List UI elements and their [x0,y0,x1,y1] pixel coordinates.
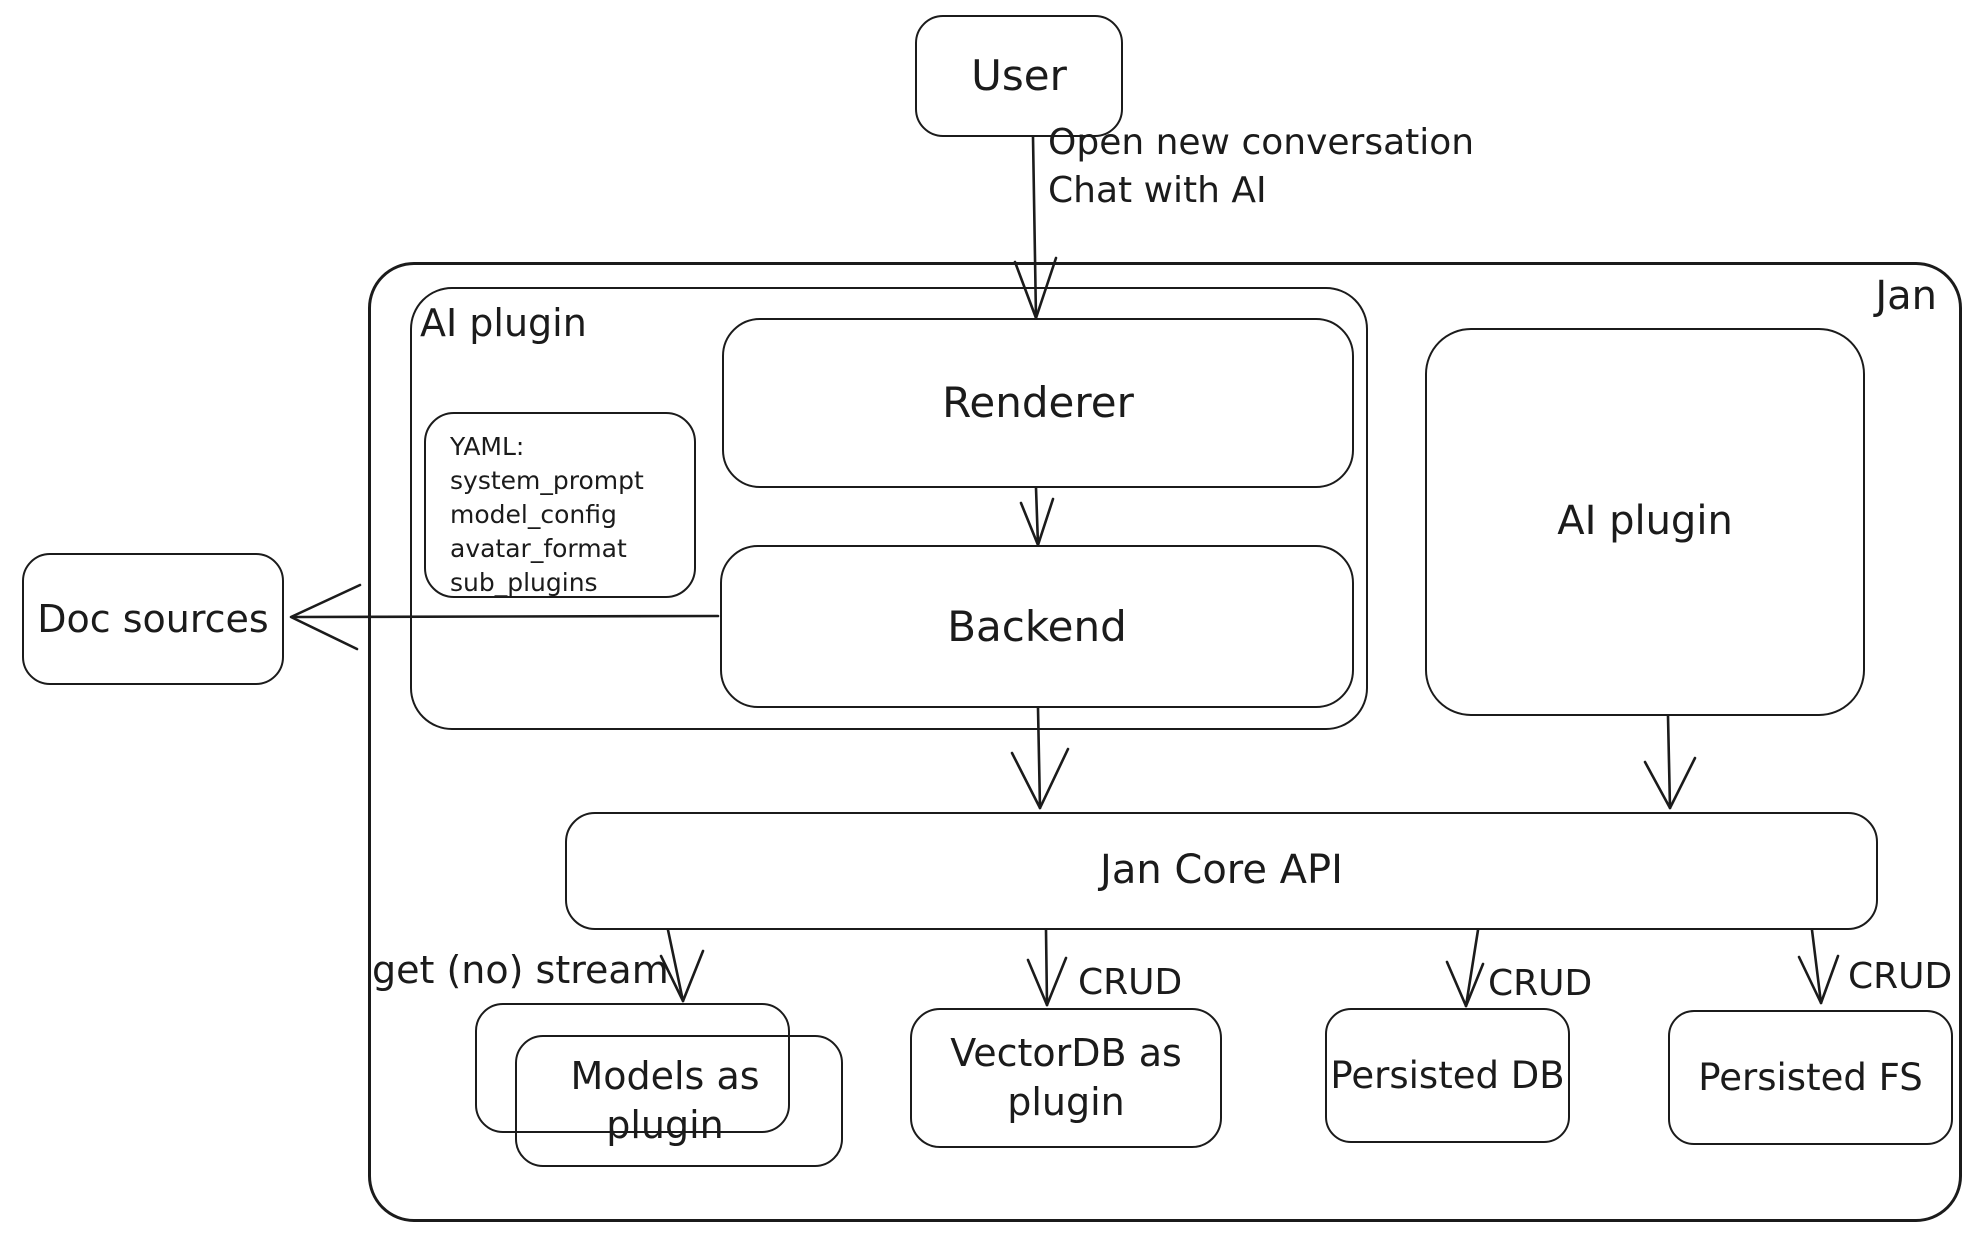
edge-label-crud-persisted-fs: CRUD [1848,956,1953,997]
node-renderer-label: Renderer [942,378,1134,428]
container-ai-plugin-left[interactable]: AI plugin [410,287,1368,730]
yaml-line: YAML: [450,432,525,461]
container-jan-label: Jan [1875,273,1937,319]
node-yaml-note[interactable]: YAML: system_prompt model_config avatar_… [424,412,696,598]
edge-label-crud-persisted-db: CRUD [1488,963,1593,1004]
node-jan-core-api-label: Jan Core API [1100,847,1343,894]
node-backend[interactable]: Backend [720,545,1354,708]
edge-label-open-conversation: Open new conversation [1048,122,1475,163]
node-vectordb-plugin-label: VectorDB as plugin [950,1030,1182,1124]
yaml-line: model_config [450,500,617,529]
node-persisted-db-label: Persisted DB [1330,1053,1565,1097]
container-jan[interactable]: Jan [368,262,1962,1222]
container-ai-plugin-left-label: AI plugin [420,301,587,345]
node-doc-sources-label: Doc sources [37,596,269,641]
edge-label-get-no-stream: get (no) stream [372,948,669,992]
node-doc-sources[interactable]: Doc sources [22,553,284,685]
node-renderer[interactable]: Renderer [722,318,1354,488]
node-user[interactable]: User [915,15,1123,137]
node-persisted-fs-label: Persisted FS [1698,1055,1923,1099]
node-vectordb-plugin[interactable]: VectorDB as plugin [910,1008,1222,1148]
yaml-line: sub_plugins [450,568,598,597]
node-persisted-fs[interactable]: Persisted FS [1668,1010,1953,1145]
edge-label-crud-vectordb: CRUD [1078,962,1183,1003]
node-user-label: User [971,51,1067,101]
edge-label-chat-with-ai: Chat with AI [1048,170,1267,211]
node-jan-core-api[interactable]: Jan Core API [565,812,1878,930]
node-models-plugin-back[interactable] [475,1003,790,1133]
node-backend-label: Backend [947,601,1127,651]
yaml-line: system_prompt [450,466,644,495]
node-models-plugin-label: Models as plugin [570,1054,760,1148]
node-ai-plugin-right[interactable]: AI plugin [1425,328,1865,716]
yaml-line: avatar_format [450,534,627,563]
node-persisted-db[interactable]: Persisted DB [1325,1008,1570,1143]
node-models-plugin[interactable] [515,1035,843,1167]
node-ai-plugin-right-label: AI plugin [1557,498,1733,545]
